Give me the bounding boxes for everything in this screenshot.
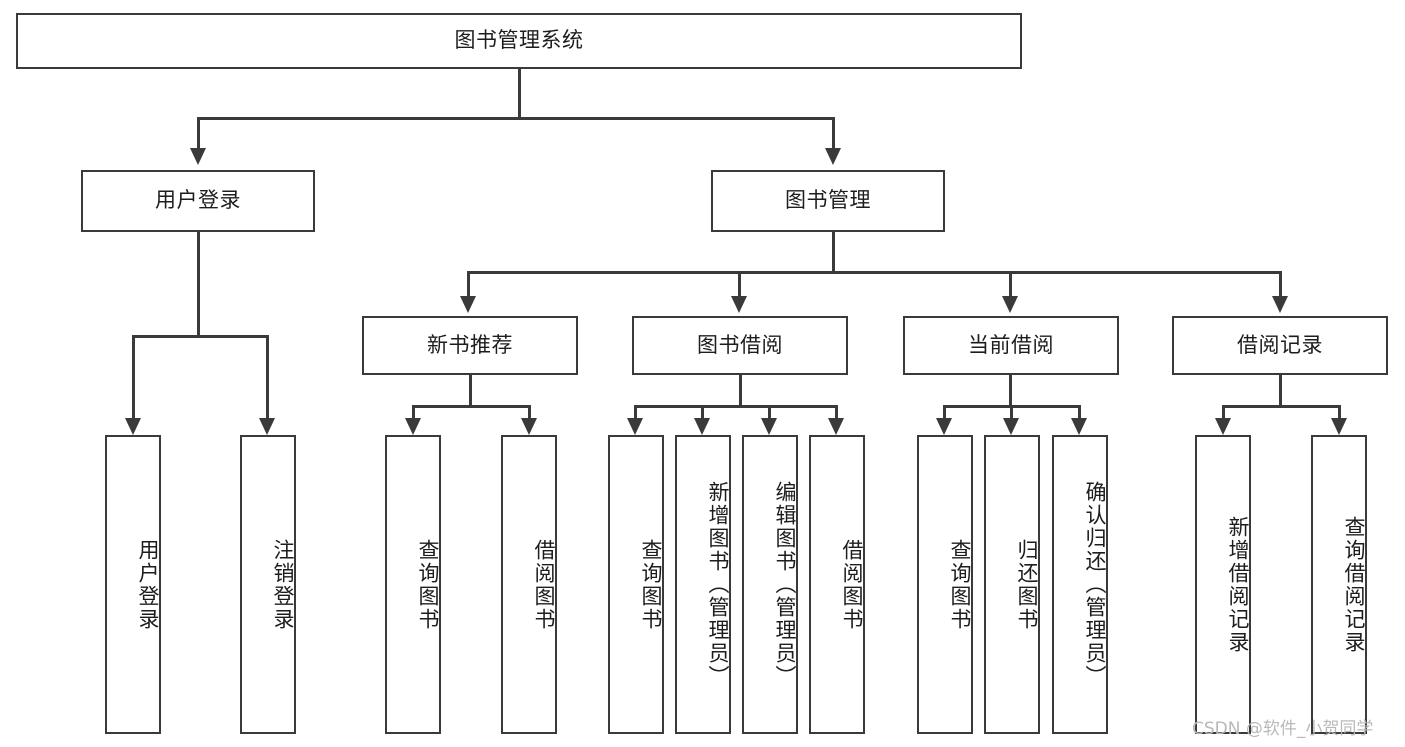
node-leaf-query-book-2-label: 查询图书 — [639, 538, 663, 631]
node-user-login-label: 用户登录 — [155, 188, 241, 213]
node-leaf-query-record-label: 查询借阅记录 — [1342, 515, 1366, 654]
node-leaf-edit-book-label: 编辑图书（管理员） — [773, 481, 797, 688]
node-book-manage-label: 图书管理 — [785, 188, 871, 213]
node-leaf-add-book[interactable]: 新增图书（管理员） — [675, 435, 731, 734]
arrow-to-book-manage — [825, 148, 841, 165]
edge-bb-l3 — [768, 405, 771, 418]
edge-bb-l1 — [634, 405, 637, 418]
edge-br-trunk — [1279, 375, 1282, 405]
edge-br-bus — [1222, 405, 1341, 408]
node-new-book-recommend-label: 新书推荐 — [427, 332, 513, 357]
watermark-text: CSDN @软件_小贺同学 — [1192, 719, 1374, 739]
arrow-to-user-login — [190, 148, 206, 165]
edge-user-login-l2 — [266, 335, 269, 418]
edge-root-trunk — [518, 69, 521, 117]
node-leaf-return-book-label: 归还图书 — [1015, 538, 1039, 631]
node-leaf-edit-book[interactable]: 编辑图书（管理员） — [742, 435, 798, 734]
edge-cb-l2 — [1010, 405, 1013, 418]
node-leaf-query-record[interactable]: 查询借阅记录 — [1311, 435, 1367, 734]
node-leaf-borrow-book-2[interactable]: 借阅图书 — [809, 435, 865, 734]
arrow-to-leaf-query-book-1 — [405, 418, 421, 435]
node-book-manage[interactable]: 图书管理 — [711, 170, 945, 232]
node-leaf-add-book-label: 新增图书（管理员） — [706, 481, 730, 688]
edge-book-manage-bus — [467, 271, 1282, 274]
edge-cb-l3 — [1078, 405, 1081, 418]
arrow-to-leaf-user-login — [125, 418, 141, 435]
edge-root-to-user-login — [197, 117, 200, 148]
edge-bb-l2 — [701, 405, 704, 418]
arrow-to-book-borrow — [731, 296, 747, 313]
arrow-to-leaf-query-book-3 — [936, 418, 952, 435]
node-current-borrow-label: 当前借阅 — [968, 332, 1054, 357]
node-leaf-query-book-3-label: 查询图书 — [948, 538, 972, 631]
node-leaf-confirm-return-label: 确认归还（管理员） — [1083, 481, 1107, 688]
arrow-to-borrow-record — [1272, 296, 1288, 313]
node-leaf-user-logout-label: 注销登录 — [271, 538, 295, 631]
edge-bm-to-new-book — [467, 271, 470, 296]
edge-book-manage-trunk — [832, 232, 835, 271]
node-leaf-query-book-1-label: 查询图书 — [416, 538, 440, 631]
node-leaf-borrow-book-1-label: 借阅图书 — [532, 538, 556, 631]
node-leaf-query-book-2[interactable]: 查询图书 — [608, 435, 664, 734]
node-user-login[interactable]: 用户登录 — [81, 170, 315, 232]
edge-nbr-l2 — [528, 405, 531, 418]
node-leaf-query-book-1[interactable]: 查询图书 — [385, 435, 441, 734]
arrow-to-leaf-borrow-book-2 — [828, 418, 844, 435]
node-leaf-user-login[interactable]: 用户登录 — [105, 435, 161, 734]
arrow-to-leaf-return-book — [1003, 418, 1019, 435]
edge-user-login-bus — [132, 335, 269, 338]
edge-bb-l4 — [835, 405, 838, 418]
edge-bm-to-book-borrow — [738, 271, 741, 296]
node-leaf-user-logout[interactable]: 注销登录 — [240, 435, 296, 734]
node-leaf-add-record-label: 新增借阅记录 — [1226, 515, 1250, 654]
edge-cb-l1 — [943, 405, 946, 418]
arrow-to-leaf-query-book-2 — [627, 418, 643, 435]
edge-nbr-bus — [412, 405, 531, 408]
edge-nbr-l1 — [412, 405, 415, 418]
arrow-to-new-book-recommend — [460, 296, 476, 313]
node-book-borrow[interactable]: 图书借阅 — [632, 316, 848, 375]
node-leaf-borrow-book-2-label: 借阅图书 — [840, 538, 864, 631]
edge-bb-trunk — [739, 375, 742, 405]
edge-root-to-book-manage — [832, 117, 835, 148]
edge-user-login-l1 — [132, 335, 135, 418]
arrow-to-leaf-add-record — [1215, 418, 1231, 435]
edge-root-bus — [197, 117, 835, 120]
node-root-label: 图书管理系统 — [454, 28, 584, 53]
edge-br-l2 — [1338, 405, 1341, 418]
node-root[interactable]: 图书管理系统 — [16, 13, 1022, 69]
arrow-to-leaf-confirm-return — [1071, 418, 1087, 435]
node-leaf-return-book[interactable]: 归还图书 — [984, 435, 1040, 734]
edge-nbr-trunk — [469, 375, 472, 405]
node-book-borrow-label: 图书借阅 — [697, 332, 783, 357]
node-leaf-confirm-return[interactable]: 确认归还（管理员） — [1052, 435, 1108, 734]
node-borrow-record-label: 借阅记录 — [1237, 332, 1323, 357]
node-leaf-add-record[interactable]: 新增借阅记录 — [1195, 435, 1251, 734]
node-leaf-user-login-label: 用户登录 — [136, 538, 160, 631]
edge-bm-to-current-borrow — [1009, 271, 1012, 296]
edge-br-l1 — [1222, 405, 1225, 418]
edge-user-login-trunk — [197, 232, 200, 335]
node-leaf-borrow-book-1[interactable]: 借阅图书 — [501, 435, 557, 734]
node-new-book-recommend[interactable]: 新书推荐 — [362, 316, 578, 375]
arrow-to-leaf-query-record — [1331, 418, 1347, 435]
arrow-to-leaf-borrow-book-1 — [521, 418, 537, 435]
edge-bb-bus — [634, 405, 838, 408]
edge-bm-to-borrow-record — [1279, 271, 1282, 296]
arrow-to-leaf-edit-book — [761, 418, 777, 435]
arrow-to-current-borrow — [1002, 296, 1018, 313]
arrow-to-leaf-add-book — [694, 418, 710, 435]
node-leaf-query-book-3[interactable]: 查询图书 — [917, 435, 973, 734]
arrow-to-leaf-user-logout — [259, 418, 275, 435]
node-current-borrow[interactable]: 当前借阅 — [903, 316, 1119, 375]
edge-cb-trunk — [1009, 375, 1012, 405]
node-borrow-record[interactable]: 借阅记录 — [1172, 316, 1388, 375]
